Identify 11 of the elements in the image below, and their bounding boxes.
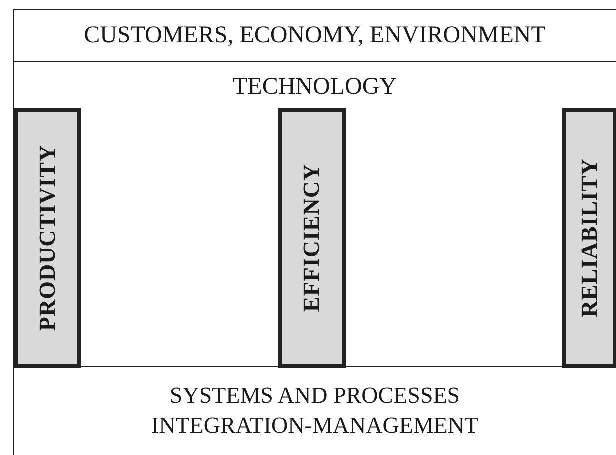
label-text: CUSTOMERS, ECONOMY, ENVIRONMENT bbox=[84, 22, 546, 49]
header-band bbox=[13, 9, 616, 61]
pillar bbox=[278, 108, 346, 368]
label-text: RELIABILITY bbox=[576, 158, 602, 318]
pillar bbox=[562, 108, 616, 368]
label-text: EFFICIENCY bbox=[299, 164, 325, 312]
technology-band bbox=[13, 61, 616, 366]
label-text: TECHNOLOGY bbox=[233, 74, 397, 101]
label-text: PRODUCTIVITY bbox=[34, 144, 60, 332]
pillar bbox=[14, 108, 81, 368]
label-text: SYSTEMS AND PROCESSES INTEGRATION-MANAGEMENT bbox=[150, 382, 480, 440]
